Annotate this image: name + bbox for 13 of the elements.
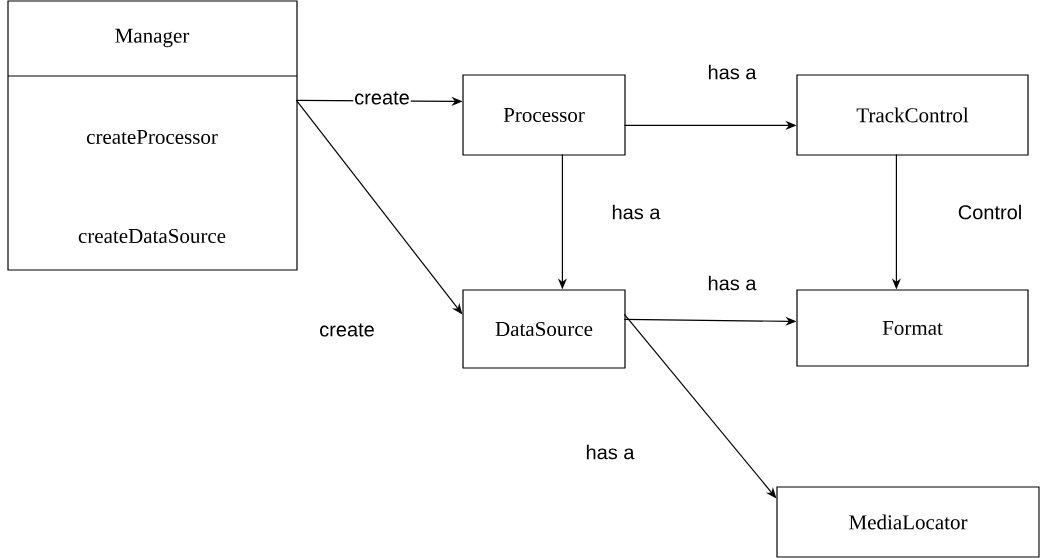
edge-label: has a (706, 63, 758, 81)
class-box: Format (796, 289, 1029, 367)
class-box: Manager createProcessor createDataSource (7, 0, 298, 271)
edge-label: has a (584, 443, 636, 461)
edge-label: has a (706, 274, 758, 292)
edge-label: create (353, 90, 411, 106)
edge-label: create (318, 322, 376, 338)
edge-label: Control (956, 203, 1024, 221)
class-box: Processor (462, 74, 626, 156)
edge-label: has a (610, 203, 662, 221)
class-box: MediaLocator (776, 486, 1040, 558)
class-box: TrackControl (796, 74, 1029, 156)
class-box: DataSource (462, 289, 626, 369)
